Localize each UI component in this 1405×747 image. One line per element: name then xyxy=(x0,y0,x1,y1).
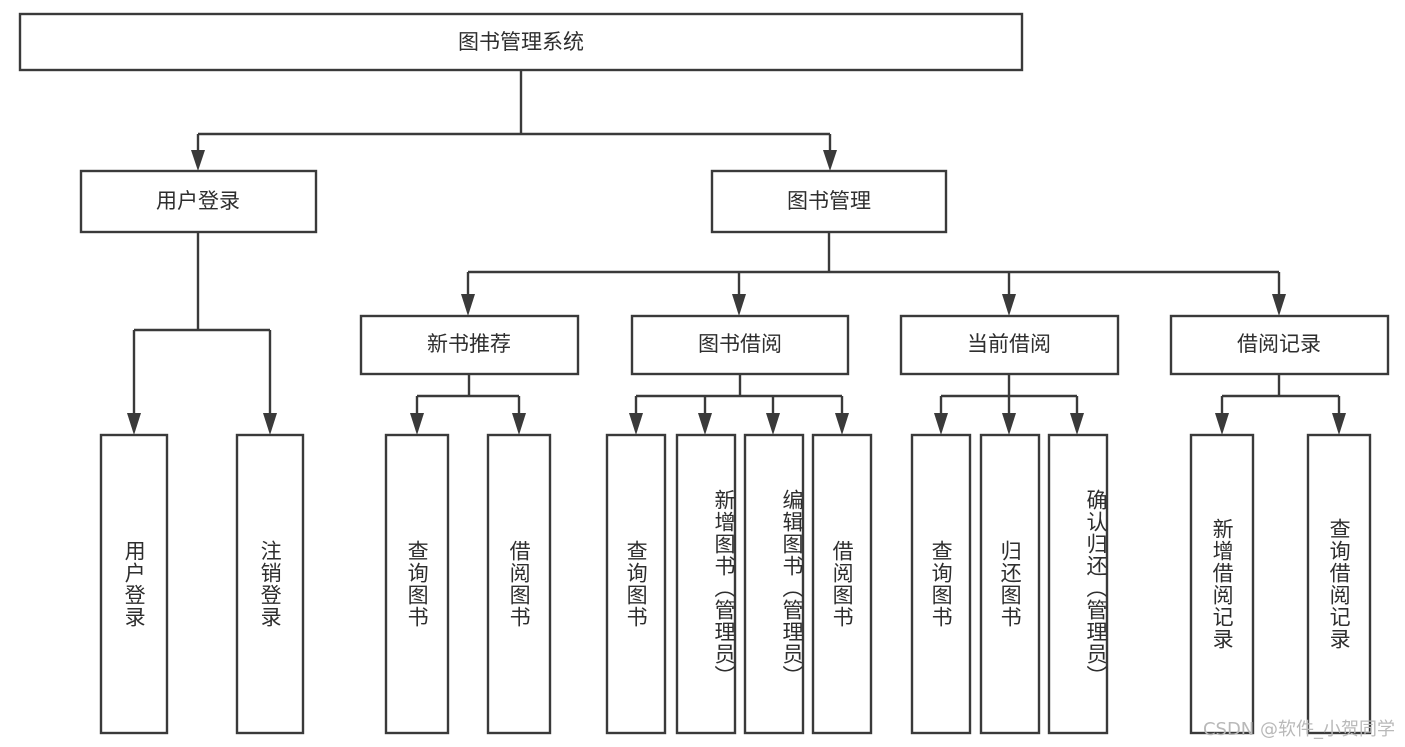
arrow-head-user-login xyxy=(191,150,205,171)
node-book-borrow-label: 图书借阅 xyxy=(698,332,782,356)
arrow-head-bb-borrow xyxy=(835,413,849,435)
leaf-bb-query-label: 查询图书 xyxy=(624,540,649,628)
arrow-head-nb-query xyxy=(410,413,424,435)
arrow-head-current-borrow xyxy=(1002,294,1016,316)
leaf-br-add-box[interactable] xyxy=(1189,433,1255,735)
arrow-head-book-borrow xyxy=(732,294,746,316)
leaf-logout-box[interactable] xyxy=(235,433,305,735)
node-current-borrow-label: 当前借阅 xyxy=(967,332,1051,356)
leaf-cb-return-label: 归还图书 xyxy=(998,540,1023,628)
node-root-box[interactable] xyxy=(18,12,1024,72)
leaf-nb-query-label: 查询图书 xyxy=(405,540,430,628)
leaf-nb-borrow-box[interactable] xyxy=(486,433,552,735)
arrow-head-nb-borrow xyxy=(512,413,526,435)
node-new-book-label: 新书推荐 xyxy=(427,332,511,356)
arrow-head-leaf-user-login xyxy=(127,413,141,435)
leaf-br-add-label: 新增借阅记录 xyxy=(1210,518,1235,650)
leaf-bb-add-box[interactable] xyxy=(675,433,737,735)
leaf-bb-borrow-label: 借阅图书 xyxy=(830,540,855,628)
leaf-user-login-box[interactable] xyxy=(99,433,169,735)
leaf-cb-confirm-box[interactable] xyxy=(1047,433,1109,735)
leaf-cb-query-label: 查询图书 xyxy=(929,540,954,628)
arrow-head-bb-add xyxy=(698,413,712,435)
arrow-head-leaf-logout xyxy=(263,413,277,435)
arrow-head-cb-query xyxy=(934,413,948,435)
leaf-nb-borrow-label: 借阅图书 xyxy=(507,540,532,628)
node-user-login-label: 用户登录 xyxy=(156,189,240,213)
leaf-user-login-label: 用户登录 xyxy=(122,540,147,628)
leaf-cb-return-box[interactable] xyxy=(979,433,1041,735)
arrow-head-book-mgmt xyxy=(823,150,837,171)
node-book-mgmt-label: 图书管理 xyxy=(787,189,871,213)
leaf-bb-borrow-box[interactable] xyxy=(811,433,873,735)
node-root-label: 图书管理系统 xyxy=(458,30,584,54)
leaf-nb-query-box[interactable] xyxy=(384,433,450,735)
arrow-head-bb-query xyxy=(629,413,643,435)
node-new-book-box[interactable] xyxy=(359,314,580,376)
leaf-br-query-label: 查询借阅记录 xyxy=(1327,518,1352,650)
watermark-text: CSDN @软件_小贺同学 xyxy=(1202,719,1395,740)
arrow-head-new-book xyxy=(461,294,475,316)
leaf-br-query-box[interactable] xyxy=(1306,433,1372,735)
arrow-head-br-query xyxy=(1332,413,1346,435)
arrow-head-cb-return xyxy=(1002,413,1016,435)
node-book-borrow-box[interactable] xyxy=(630,314,850,376)
leaf-bb-edit-label: 编辑图书（管理员） xyxy=(780,489,804,687)
leaf-bb-query-box[interactable] xyxy=(605,433,667,735)
leaf-cb-query-box[interactable] xyxy=(910,433,972,735)
node-current-borrow-box[interactable] xyxy=(899,314,1120,376)
node-borrow-records-label: 借阅记录 xyxy=(1237,332,1321,356)
arrow-head-borrow-records xyxy=(1272,294,1286,316)
leaf-logout-label: 注销登录 xyxy=(258,540,283,628)
arrow-head-bb-edit xyxy=(766,413,780,435)
arrow-head-br-add xyxy=(1215,413,1229,435)
leaf-bb-add-label: 新增图书（管理员） xyxy=(712,489,736,687)
leaf-cb-confirm-label: 确认归还（管理员） xyxy=(1084,489,1108,687)
arrow-head-cb-confirm xyxy=(1070,413,1084,435)
leaf-bb-edit-box[interactable] xyxy=(743,433,805,735)
